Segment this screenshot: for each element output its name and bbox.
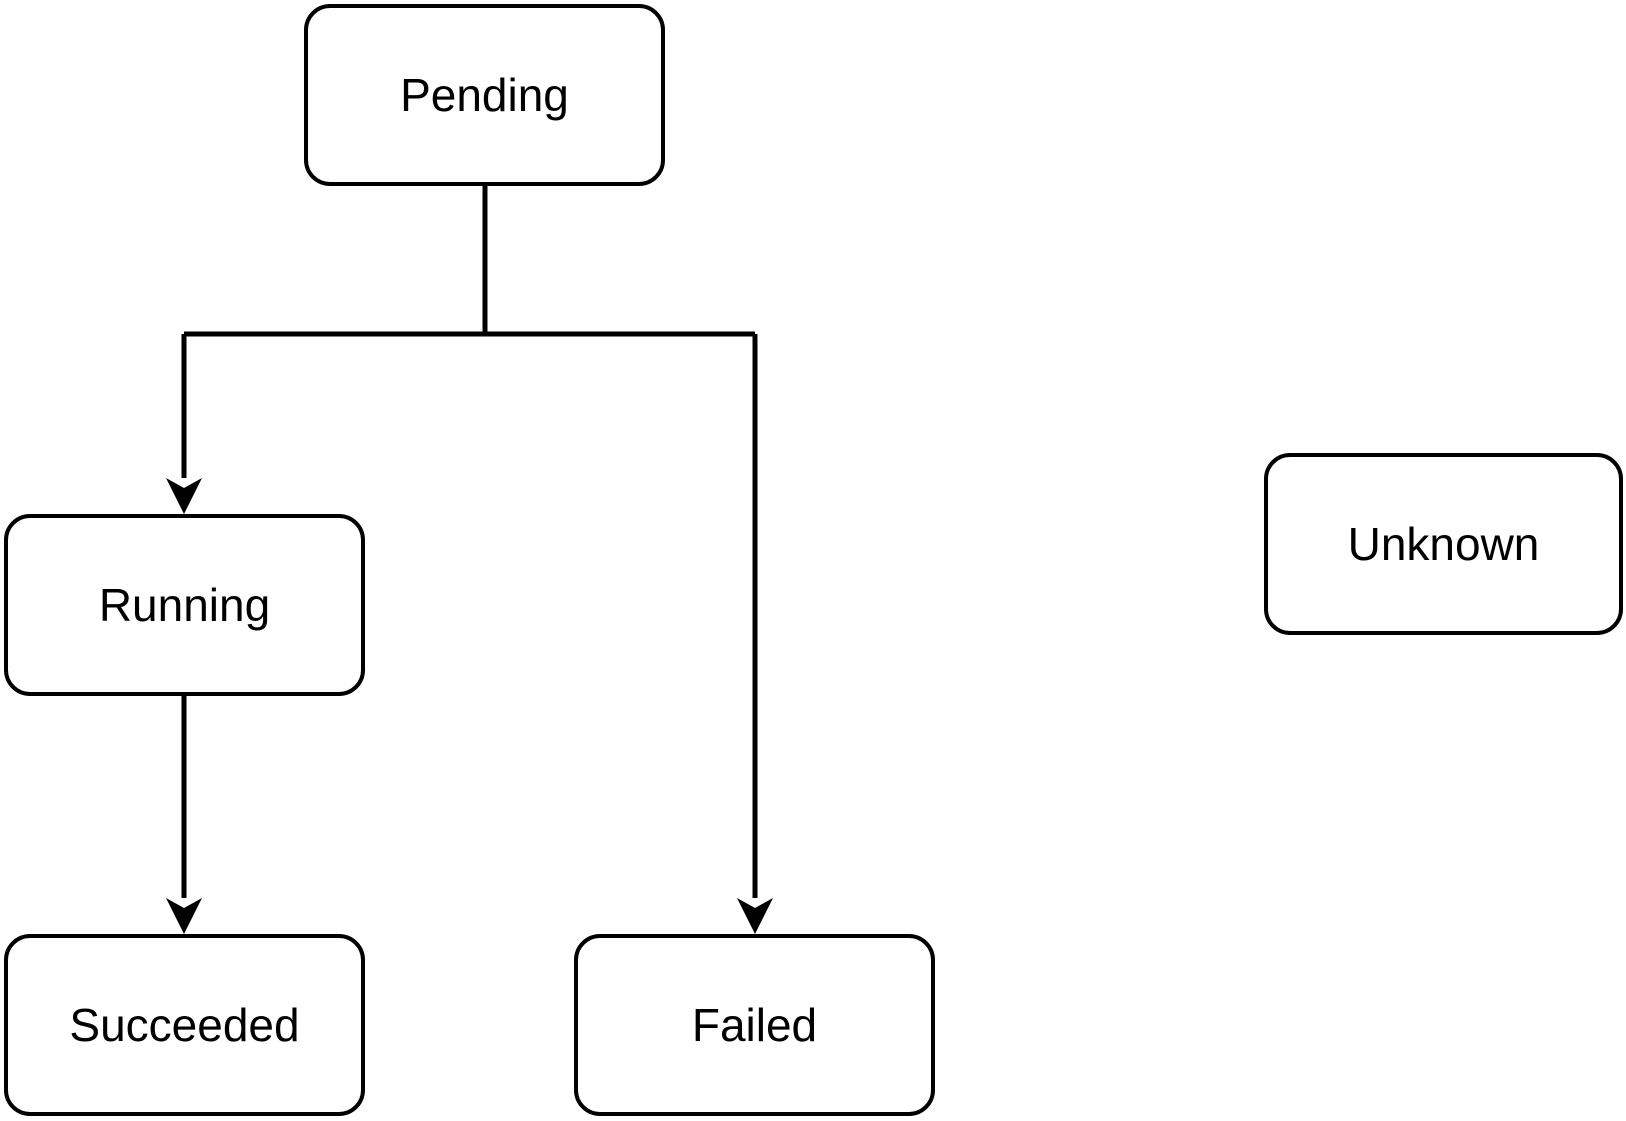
state-node-failed: Failed (574, 934, 935, 1116)
state-node-unknown: Unknown (1264, 453, 1623, 635)
state-node-pending: Pending (304, 4, 665, 186)
state-label-pending: Pending (400, 69, 569, 121)
state-node-running: Running (4, 514, 365, 696)
arrowhead-failed (737, 898, 773, 934)
state-label-succeeded: Succeeded (69, 999, 300, 1051)
arrowhead-succeeded (166, 898, 202, 934)
state-label-unknown: Unknown (1347, 518, 1540, 570)
state-node-succeeded: Succeeded (4, 934, 365, 1116)
arrowhead-running (166, 478, 202, 514)
state-label-failed: Failed (691, 999, 818, 1051)
state-label-running: Running (98, 579, 271, 631)
